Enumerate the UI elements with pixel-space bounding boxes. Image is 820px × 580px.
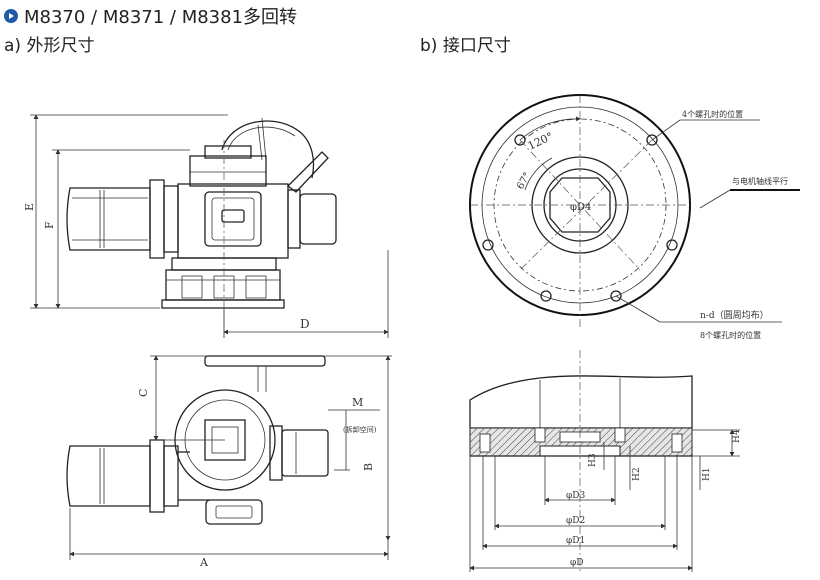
bolt-hole [646,134,658,146]
motor-left [66,187,151,251]
bore-profile [549,177,611,233]
spigot-circle [531,156,629,254]
dim-label-h1: H1 [702,467,712,481]
motor-left-top [66,445,151,507]
gearbox-body [177,183,289,259]
note-8-bolt-position: 8个螺孔时的位置 [700,330,761,340]
note-nd-uniform: n-d（圆周均布） [700,309,769,321]
dim-label-d3: φD3 [566,491,586,501]
handwheel-arc [221,120,315,179]
dim-label-e: E [23,203,36,211]
dim-label-d2: φD2 [566,516,585,526]
indicator-window [221,209,245,223]
bolt-hole [540,290,552,302]
dim-label-d1: φD1 [566,536,585,546]
bolt-hole [610,290,622,302]
angle-label-67: 67° [515,171,533,192]
dim-label-h2: H2 [632,467,642,481]
dim-label-f: F [43,221,56,229]
flange-plan-view: 120° 67° φD4 4个螺孔时的位置 与电机轴线平行 n-d（圆周均布） … [469,94,800,340]
note-parallel-motor-axis: 与电机轴线平行 [732,176,788,186]
circle-play-icon [4,9,18,23]
motor-right-top [281,429,329,477]
dim-label-c: C [137,389,150,397]
dim-label-m: M [352,396,363,409]
actuator-side-view: E F D [23,114,389,338]
angle-label-120: 120° [526,130,556,153]
dim-label-d: D [300,317,310,331]
subtitle-interface-dimensions: b) 接口尺寸 [420,36,511,56]
handwheel-edge [204,355,326,367]
cable-boss [205,499,263,525]
dim-label-b: B [362,463,375,471]
bolt-hole [482,239,494,251]
dim-label-h4: H4 [732,429,742,443]
flange-section-view: H4 H3 H2 H1 φD3 φD2 φD1 φD [469,350,742,572]
dim-label-d: φD [570,558,584,568]
dim-label-h3: H3 [588,453,598,467]
dim-label-a: A [199,556,209,569]
motor-right [299,193,337,245]
actuator-top-view: C M (拆卸空间) B A [66,355,392,569]
bolt-hole [514,134,526,146]
dim-label-d4: φD4 [570,202,591,213]
dim-note-removal-space: (拆卸空间) [343,425,377,434]
shaft-break-outline [469,375,693,429]
handwheel-lever [287,151,329,193]
title-row: M8370 / M8371 / M8381多回转 [4,3,297,29]
note-4-bolt-position: 4个螺孔时的位置 [682,109,743,119]
top-cover [189,155,267,187]
control-box [204,191,262,247]
page-title: M8370 / M8371 / M8381多回转 [24,7,298,28]
base-flange [165,269,281,301]
bolt-hole [666,239,678,251]
subtitle-outline-dimensions: a) 外形尺寸 [4,36,95,56]
